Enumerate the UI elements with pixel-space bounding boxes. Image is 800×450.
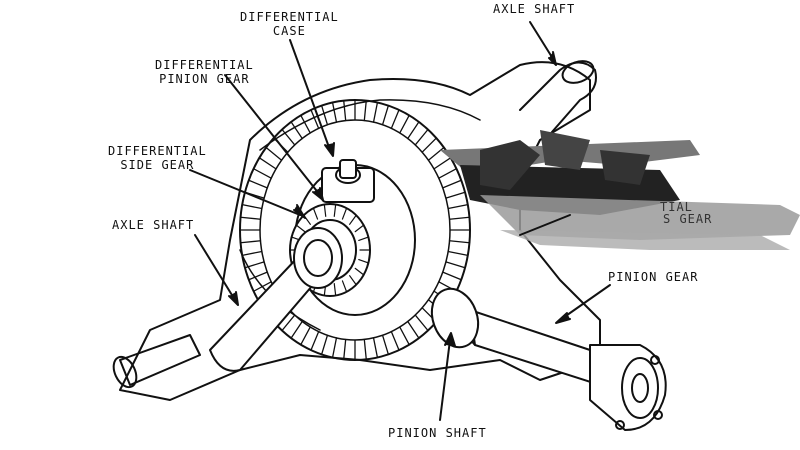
gear-tooth (239, 216, 262, 220)
gear-tooth (300, 114, 311, 134)
gear-tooth (414, 128, 429, 146)
label-pinion-gear: PINION GEAR (608, 270, 699, 284)
label-ring-gear-partial: TIAL (660, 200, 693, 214)
left-axle-tube (119, 334, 201, 386)
gear-tooth (442, 179, 462, 189)
gear-tooth (252, 168, 272, 179)
gear-tooth (358, 236, 369, 242)
gear-tooth (248, 179, 268, 189)
gear-tooth (399, 326, 410, 346)
gear-tooth (244, 261, 265, 269)
gear-tooth (399, 114, 410, 134)
companion-flange (589, 344, 667, 431)
gear-tooth (331, 337, 338, 359)
gear-tooth (363, 99, 367, 122)
gear-tooth (290, 320, 303, 339)
gear-tooth (295, 224, 306, 233)
pinion-gear (430, 287, 480, 349)
gear-tooth (241, 203, 263, 210)
gear-tooth (433, 157, 452, 170)
gear-tooth (265, 146, 283, 161)
gear-tooth (343, 99, 347, 122)
gear-tooth (341, 280, 348, 293)
gear-tooth (312, 207, 319, 220)
gear-tooth (445, 191, 466, 199)
gear-tooth (390, 330, 400, 351)
gear-tooth (414, 314, 429, 332)
gear-tooth (438, 168, 458, 179)
gear-tooth (281, 128, 296, 146)
label-differential-case: DIFFERENTIAL CASE (240, 10, 339, 38)
gear-tooth (320, 104, 329, 126)
gear-tooth (363, 338, 367, 361)
label-pinion-shaft: PINION SHAFT (388, 426, 487, 440)
gear-tooth (341, 207, 348, 220)
gear-tooth (445, 261, 466, 269)
gear-tooth (290, 121, 303, 140)
gear-tooth (427, 146, 445, 161)
gear-tooth (343, 338, 347, 361)
leader-lines (189, 21, 611, 421)
gear-tooth (407, 320, 420, 339)
gear-tooth (349, 214, 357, 225)
gear-tooth (372, 101, 379, 123)
gear-tooth (331, 101, 338, 123)
gear-tooth (349, 275, 357, 286)
gear-tooth (448, 216, 471, 220)
gear-tooth (252, 281, 272, 292)
gear-tooth (239, 240, 262, 244)
gear-tooth (323, 203, 327, 217)
gear-tooth (281, 314, 296, 332)
gear-tooth (448, 240, 471, 244)
gear-tooth (248, 271, 268, 281)
gear-tooth (381, 104, 390, 126)
gear-tooth (300, 326, 311, 346)
gear-tooth (241, 250, 263, 257)
pinion-shaft (469, 309, 601, 386)
label-ring-gear-partial-2: S GEAR (663, 212, 713, 226)
label-axle-shaft-left: AXLE SHAFT (112, 218, 195, 232)
gear-tooth (447, 250, 469, 257)
gear-tooth (372, 337, 379, 359)
label-differential-side-gear: DIFFERENTIAL SIDE GEAR (108, 144, 207, 172)
gear-tooth (333, 203, 337, 217)
gear-tooth (354, 224, 365, 233)
gear-tooth (407, 121, 420, 140)
gear-tooth (320, 334, 329, 356)
gear-tooth (333, 283, 337, 297)
axle-housing (119, 61, 601, 401)
label-axle-shaft-top: AXLE SHAFT (493, 2, 576, 16)
label-differential-pinion-gear: DIFFERENTIAL PINION GEAR (155, 58, 254, 86)
gear-tooth (310, 109, 320, 130)
gear-tooth (310, 330, 320, 351)
gear-tooth (390, 109, 400, 130)
gear-tooth (358, 258, 369, 264)
gear-tooth (354, 267, 365, 276)
gear-tooth (447, 203, 469, 210)
gear-tooth (442, 271, 462, 281)
gear-tooth (381, 334, 390, 356)
scribble-artifact (440, 130, 800, 250)
left-axle-end (112, 355, 138, 389)
gear-tooth (421, 137, 437, 153)
gear-tooth (258, 157, 277, 170)
